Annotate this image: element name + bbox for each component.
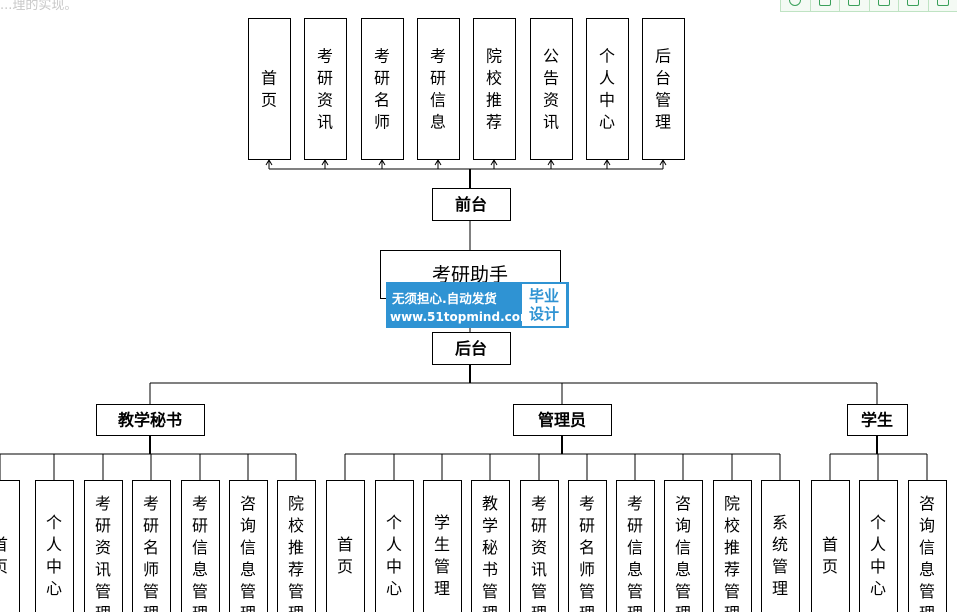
front-module: 首页	[261, 69, 277, 110]
back-module-box	[229, 480, 268, 612]
front-module: 考研资讯	[317, 47, 333, 132]
copy-icon[interactable]	[811, 0, 840, 11]
back-module: 考研资讯管理	[531, 494, 547, 612]
back-module: 咨询信息管理	[240, 494, 256, 612]
front-module: 个人中心	[599, 47, 615, 132]
front-module: 考研名师	[374, 47, 390, 132]
back-module-box	[761, 480, 800, 612]
back-module-box	[181, 480, 220, 612]
back-module-box	[568, 480, 607, 612]
root-node: 考研助手	[432, 264, 508, 286]
back-module: 个人中心	[386, 513, 402, 598]
back-module: 考研资讯管理	[95, 494, 111, 612]
back-module-box	[811, 480, 850, 612]
front-module-box	[473, 18, 516, 160]
back-module: 院校推荐管理	[724, 494, 740, 612]
back-module: 考研名师管理	[579, 494, 595, 612]
watermark-slogan: 无须担心.自动发货	[392, 291, 497, 306]
front-module-box	[586, 18, 629, 160]
back-module: 考研信息管理	[627, 494, 643, 612]
back-module-box	[35, 480, 74, 612]
back-module-box	[277, 480, 316, 612]
front-module-box	[248, 18, 291, 160]
front-module: 考研信息	[430, 47, 446, 132]
print-icon[interactable]	[870, 0, 899, 11]
role-node-box	[513, 404, 612, 436]
back-module-box	[664, 480, 703, 612]
role-node: 管理员	[538, 410, 586, 429]
back-module: 教学秘书管理	[482, 494, 498, 612]
watermark-brand: 毕业 设计	[528, 287, 559, 323]
front-node: 前台	[455, 195, 487, 214]
expand-icon[interactable]	[840, 0, 870, 11]
back-module: 学生管理	[434, 513, 450, 598]
front-module: 院校推荐	[486, 47, 502, 132]
back-module-box	[423, 480, 462, 612]
export-icon[interactable]	[899, 0, 929, 11]
front-node-box	[432, 188, 511, 221]
back-module: 首页	[337, 535, 353, 576]
back-node: 后台	[455, 339, 487, 358]
toolbar	[780, 0, 957, 12]
back-module-box	[616, 480, 655, 612]
back-module-box	[0, 480, 20, 612]
front-module: 公告资讯	[543, 47, 559, 132]
back-module-box	[326, 480, 365, 612]
back-module: 个人中心	[870, 513, 886, 598]
header-text: ...理的实现。	[0, 0, 78, 13]
watermark-badge: 无须担心.自动发货 www.51topmind.com 毕业 设计	[386, 282, 569, 328]
back-module: 系统管理	[772, 513, 788, 598]
front-module: 后台管理	[655, 47, 671, 132]
back-node-box	[432, 332, 511, 365]
more-icon[interactable]	[929, 0, 957, 11]
role-node: 教学秘书	[118, 410, 182, 429]
front-module-box	[361, 18, 404, 160]
back-module-box	[375, 480, 414, 612]
back-module-box	[84, 480, 123, 612]
back-module: 院校推荐管理	[288, 494, 304, 612]
back-module-box	[908, 480, 947, 612]
back-module-box	[520, 480, 559, 612]
front-module-box	[304, 18, 347, 160]
front-module-box	[642, 18, 685, 160]
back-module-box	[859, 480, 898, 612]
back-module: 咨询信息管理	[675, 494, 691, 612]
role-node-box	[847, 404, 908, 436]
back-module: 考研名师管理	[143, 494, 159, 612]
role-node: 学生	[861, 410, 893, 429]
zoom-icon[interactable]	[781, 0, 811, 11]
front-module-box	[417, 18, 460, 160]
back-module: 个人中心	[46, 513, 62, 598]
front-module-box	[530, 18, 573, 160]
back-module-box	[132, 480, 171, 612]
back-module-box	[471, 480, 510, 612]
back-module: 首页	[822, 535, 838, 576]
back-module-box	[713, 480, 752, 612]
back-module: 首页	[0, 535, 8, 576]
back-module: 咨询信息管理	[919, 494, 935, 612]
back-module: 考研信息管理	[192, 494, 208, 612]
watermark-url: www.51topmind.com	[390, 310, 533, 324]
